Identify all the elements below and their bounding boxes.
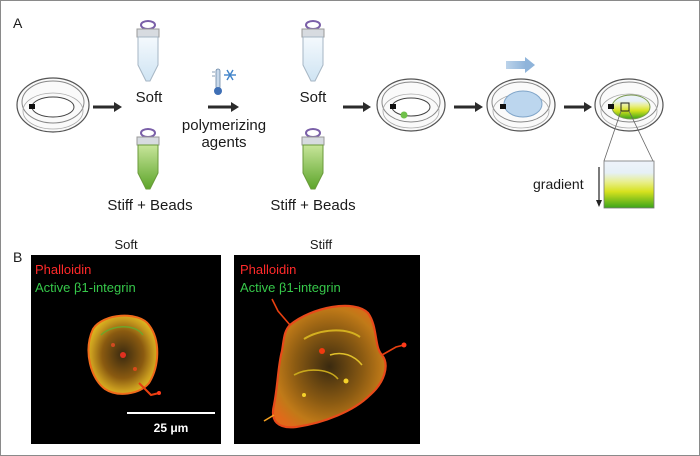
stiff-micrograph: Phalloidin Active β1-integrin: [234, 255, 420, 444]
gradient-arrow-icon: [596, 167, 602, 207]
gradient-label: gradient: [533, 176, 584, 192]
panel-b-label: B: [13, 249, 23, 265]
agent-label-line2: agents: [201, 134, 247, 151]
tube-icon: [301, 20, 325, 82]
soft-image-title: Soft: [114, 237, 138, 252]
tube-icon: [136, 20, 160, 82]
soft-label-2: Soft: [299, 89, 327, 106]
stiff-cell-image: [263, 298, 407, 429]
snowflake-icon: [224, 69, 236, 81]
arrow-icon: [343, 102, 371, 112]
phalloidin-legend-soft: Phalloidin: [35, 262, 92, 277]
stiff-label-2: Stiff + Beads: [270, 197, 356, 214]
arrow-icon: [93, 102, 122, 112]
panel-a-label: A: [13, 15, 23, 31]
arrow-icon: [564, 102, 592, 112]
thermometer-icon: [212, 68, 222, 95]
soft-micrograph: Phalloidin Active β1-integrin 25 μm: [31, 255, 221, 444]
flow-arrow-icon: [506, 57, 535, 73]
gradient-box: [603, 160, 655, 209]
arrow-icon: [454, 102, 483, 112]
petri-dish-icon: [594, 78, 664, 132]
scale-bar-label: 25 μm: [153, 421, 189, 435]
soft-label-1: Soft: [135, 89, 163, 106]
petri-dish-icon: [16, 77, 90, 133]
stiff-label-1: Stiff + Beads: [107, 197, 193, 214]
panel-a-diagram: [16, 20, 664, 209]
tube-icon: [136, 128, 160, 190]
tube-icon: [301, 128, 325, 190]
agent-label-line1: polymerizing: [181, 117, 267, 134]
soft-cell-image: [87, 314, 161, 397]
phalloidin-legend-stiff: Phalloidin: [240, 262, 297, 277]
scale-bar: [127, 412, 215, 414]
integrin-legend-stiff: Active β1-integrin: [240, 280, 341, 295]
petri-dish-icon: [486, 78, 556, 132]
integrin-legend-soft: Active β1-integrin: [35, 280, 136, 295]
zoom-lines: [603, 110, 654, 162]
stiff-image-title: Stiff: [309, 237, 333, 252]
arrow-icon: [208, 102, 239, 112]
petri-dish-icon: [376, 78, 446, 132]
